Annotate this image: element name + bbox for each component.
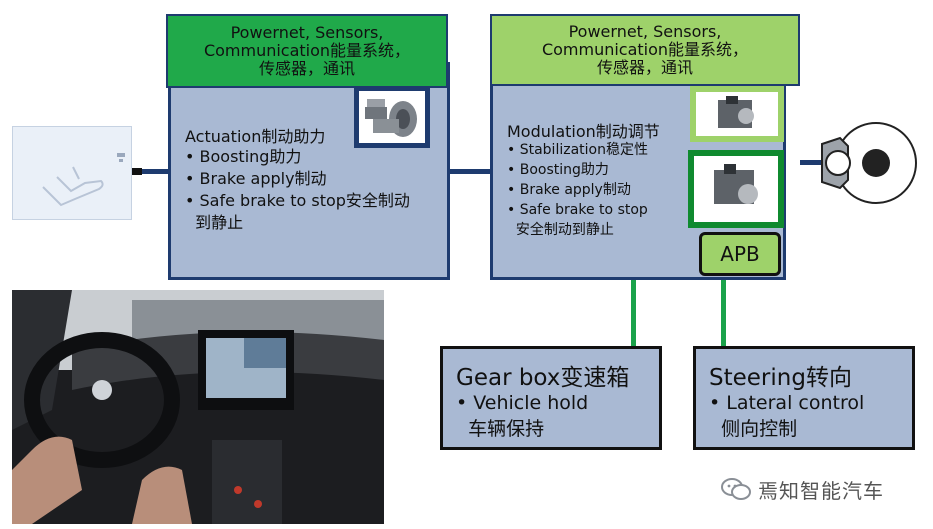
esp-module-icon (714, 164, 758, 204)
modulation-bullet: • Boosting助力 (507, 162, 609, 178)
actuation-panel (168, 62, 450, 280)
connector-modulation-to-wheel (800, 160, 828, 165)
modulation-bullet: • Stabilization稳定性 (507, 142, 648, 158)
actuation-header-line-3: 传感器，通讯 (258, 59, 355, 78)
esp-unit-image-top (690, 86, 784, 142)
brake-booster-image (354, 86, 430, 148)
steering-bullet: • Lateral control (709, 392, 865, 414)
gearbox-box (440, 346, 662, 450)
connector-pedal-to-actuation (132, 169, 170, 174)
actuation-header: Powernet, Sensors, Communication能量系统， 传感… (166, 14, 448, 88)
pedal-illustration (12, 126, 132, 220)
modulation-header-line-3: 传感器，通讯 (596, 58, 693, 77)
car-interior-photo (12, 290, 384, 524)
watermark: 焉知智能汽车 (720, 474, 884, 504)
esp-module-icon (718, 96, 754, 128)
car-interior-icon (12, 290, 384, 524)
modulation-bullet: • Brake apply制动 (507, 182, 631, 198)
modulation-header-line-2: Communication能量系统， (541, 40, 749, 59)
actuation-bullets: • Boosting助力 • Brake apply制动 • Safe brak… (185, 146, 410, 234)
steering-bullets: • Lateral control 侧向控制 (709, 390, 864, 442)
brake-disc-icon (821, 122, 917, 204)
actuation-header-line-2: Communication能量系统， (203, 41, 411, 60)
modulation-header-line-1: Powernet, Sensors, (568, 22, 722, 41)
connector-to-steering (721, 280, 726, 348)
actuation-bullet: • Boosting助力 (185, 147, 302, 166)
modulation-header: Powernet, Sensors, Communication能量系统， 传感… (490, 14, 800, 86)
watermark-text: 焉知智能汽车 (758, 478, 884, 503)
gearbox-bullet: • Vehicle hold (456, 392, 589, 414)
actuation-bullet: • Brake apply制动 (185, 169, 327, 188)
gearbox-bullet: 车辆保持 (456, 418, 545, 440)
apb-box: APB (699, 232, 781, 276)
actuation-bullet: 到静止 (185, 213, 244, 232)
connector-to-gearbox (631, 280, 636, 348)
steering-box (693, 346, 915, 450)
apb-label: APB (720, 242, 760, 266)
modulation-title: Modulation制动调节 (507, 122, 660, 141)
gearbox-bullets: • Vehicle hold 车辆保持 (456, 390, 588, 442)
steering-title: Steering转向 (709, 365, 852, 391)
gearbox-title: Gear box变速箱 (456, 365, 630, 391)
brake-booster-icon (365, 99, 417, 137)
modulation-bullet: 安全制动到静止 (507, 222, 614, 238)
actuation-title: Actuation制动助力 (185, 127, 326, 146)
esp-unit-image-bottom (688, 150, 784, 228)
brake-disc-illustration (818, 120, 918, 206)
connector-dark-segment (132, 168, 142, 175)
actuation-bullet: • Safe brake to stop安全制动 (185, 191, 410, 210)
steering-bullet: 侧向控制 (709, 418, 798, 440)
actuation-header-line-1: Powernet, Sensors, (230, 23, 384, 42)
modulation-bullet: • Safe brake to stop (507, 202, 648, 218)
modulation-bullets: • Stabilization稳定性 • Boosting助力 • Brake … (507, 140, 648, 240)
wechat-icon (721, 478, 751, 500)
connector-actuation-to-modulation (447, 169, 491, 174)
foot-pedal-icon (42, 153, 125, 207)
